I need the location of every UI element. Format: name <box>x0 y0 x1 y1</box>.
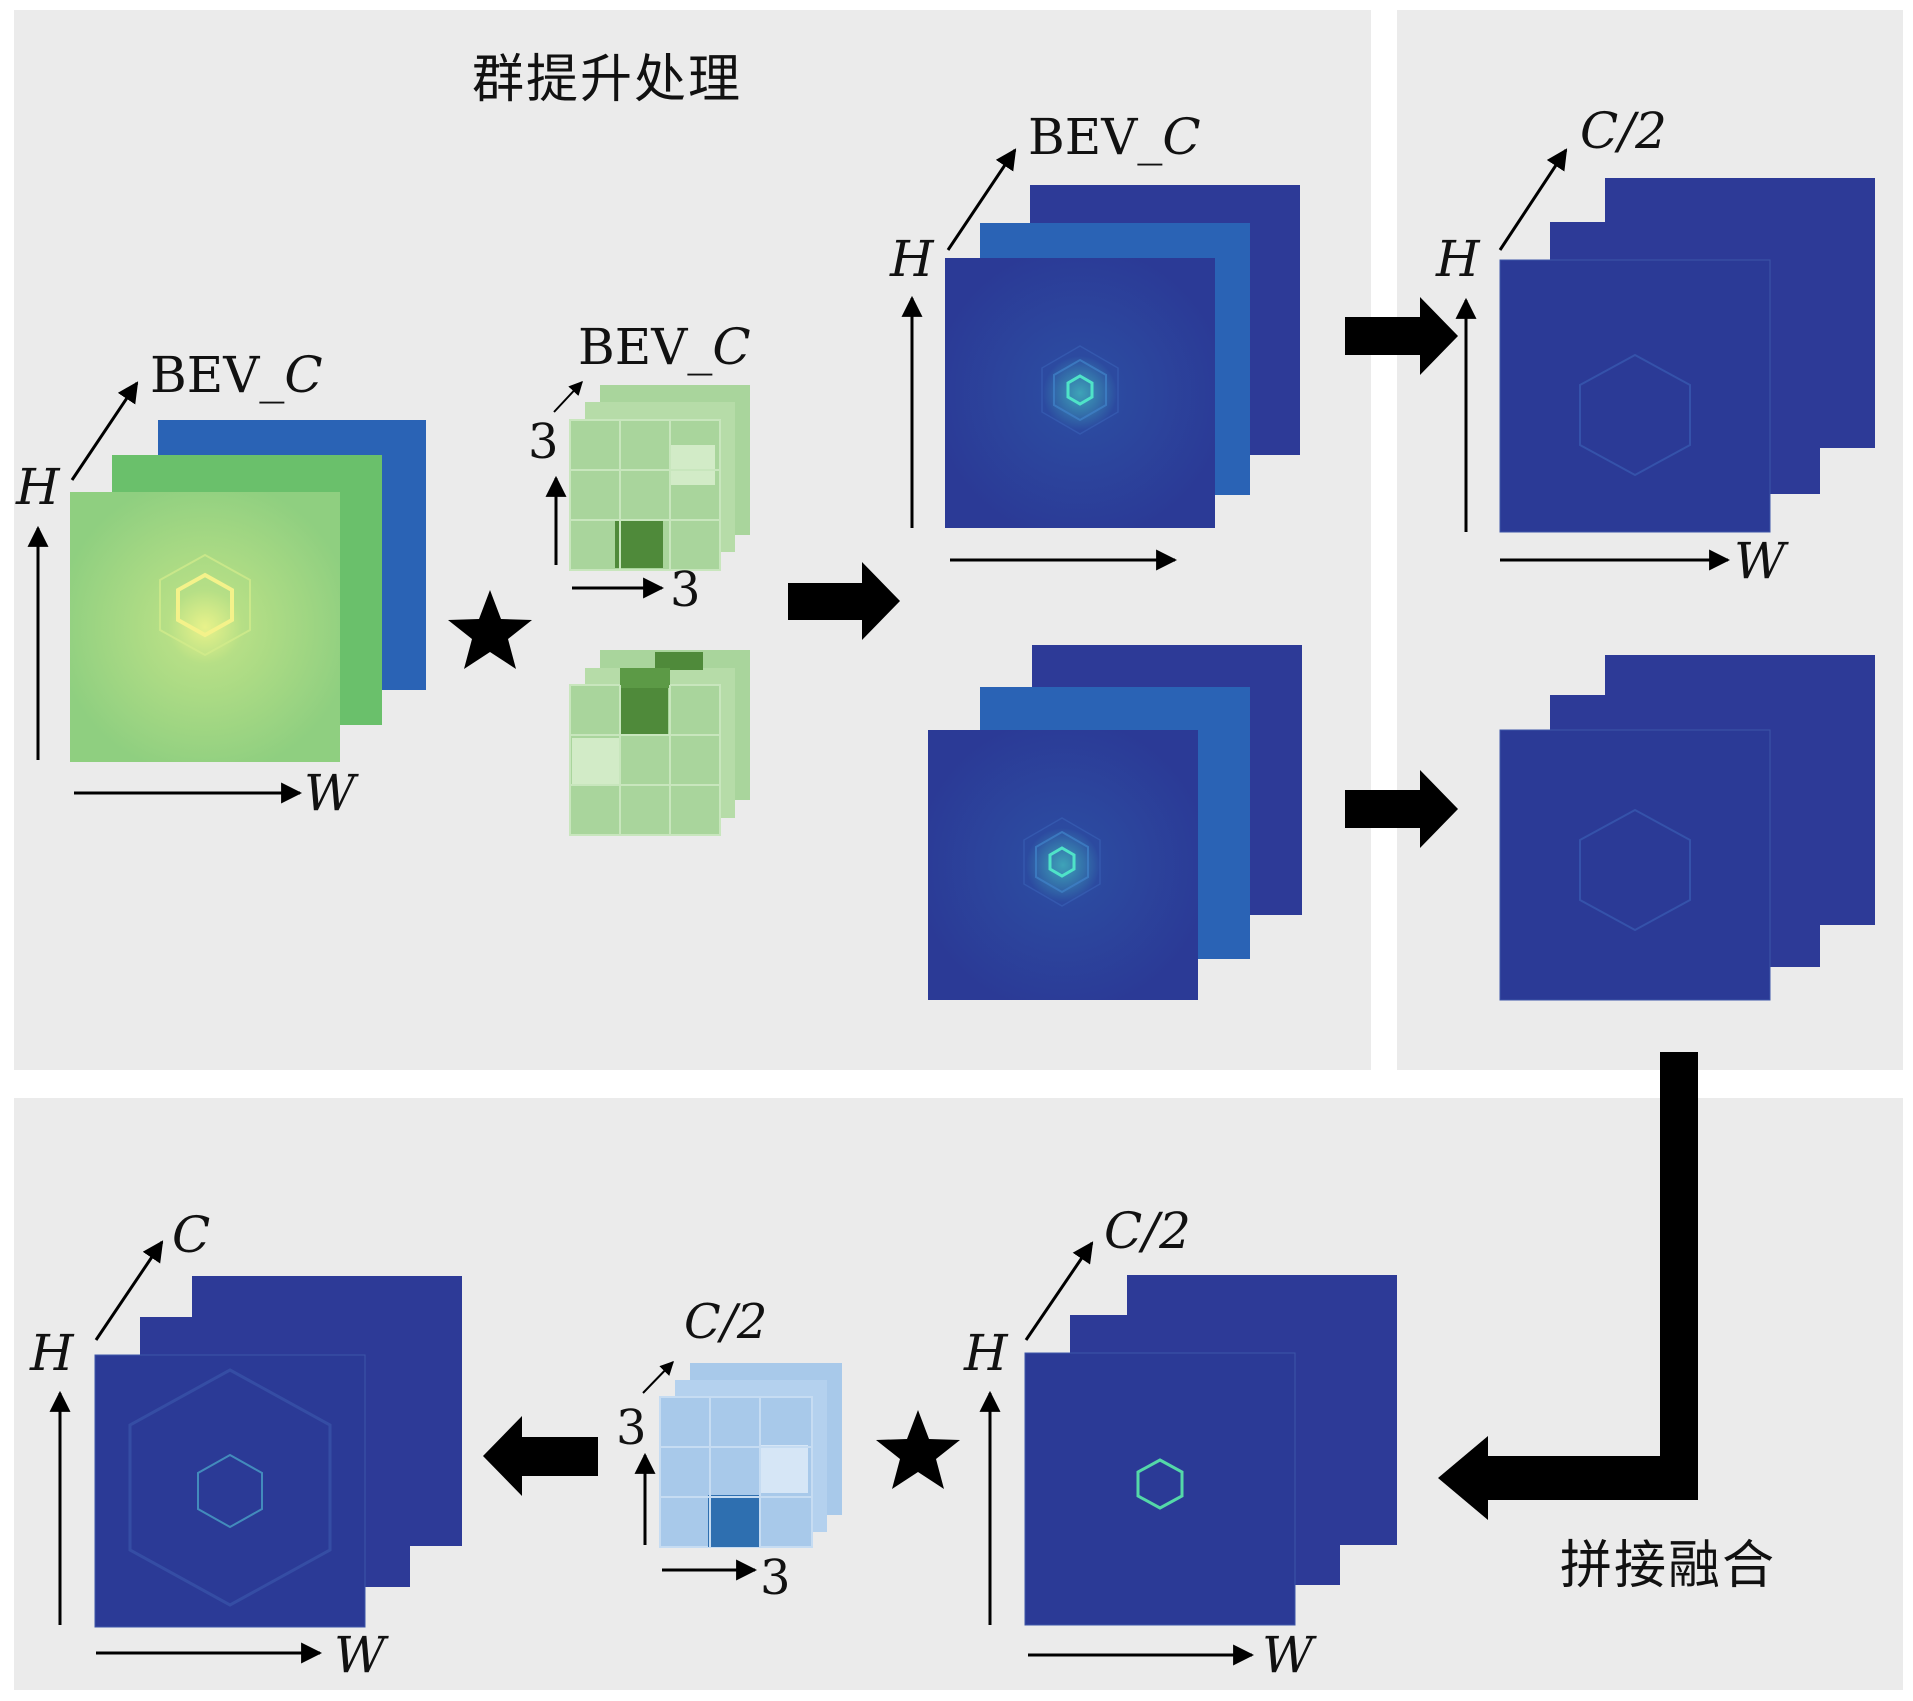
kernel-top-bev-c-label: BEV_C <box>578 322 751 372</box>
output-w-label: W <box>334 1626 386 1684</box>
blue-kernel-c-axis <box>642 1360 674 1394</box>
star-icon <box>876 1410 960 1489</box>
right-top-c-half-label: C/2 <box>1580 102 1667 160</box>
right-stack-bottom <box>1499 655 1875 1001</box>
thick-arrow-right-icon <box>1345 297 1458 375</box>
kernel-top-width-label: 3 <box>670 562 701 618</box>
fusion-h-label: H <box>964 1324 1008 1382</box>
bev-prefix: BEV_ <box>1028 108 1163 166</box>
bev-c: C <box>712 318 751 376</box>
mid-stack-bottom <box>928 645 1302 1000</box>
bev-prefix: BEV_ <box>150 346 285 404</box>
input-h-label: H <box>16 458 60 516</box>
thick-arrow-left-icon <box>483 1416 598 1496</box>
output-h-label: H <box>30 1324 74 1382</box>
kernel-top-c-axis <box>553 380 583 413</box>
blue-kernel <box>659 1363 842 1548</box>
title-group-lifting: 群提升处理 <box>472 50 743 110</box>
mid-top-h-label: H <box>890 230 934 288</box>
mid-top-c-axis <box>946 148 1017 251</box>
fusion-c-axis <box>1024 1241 1094 1341</box>
output-c-axis <box>94 1240 164 1341</box>
star-icon <box>448 590 532 669</box>
mid-top-bev-c-label: BEV_C <box>1028 112 1201 162</box>
right-top-w-label: W <box>1734 532 1786 590</box>
output-c-label: C <box>172 1206 211 1264</box>
bev-c: C <box>1162 108 1201 166</box>
blue-kernel-c-half-label: C/2 <box>684 1294 768 1350</box>
input-feature-stack <box>70 420 426 762</box>
input-bev-c-label: BEV_C <box>150 350 323 400</box>
blue-kernel-width-label: 3 <box>760 1550 791 1606</box>
title-concat-fusion: 拼接融合 <box>1560 1536 1777 1596</box>
right-stack-top <box>1499 178 1875 533</box>
input-c-axis <box>70 381 139 481</box>
kernel-top-height-label: 3 <box>528 414 559 470</box>
input-w-label: W <box>304 764 356 822</box>
fusion-w-label: W <box>1262 1626 1314 1684</box>
right-top-c-axis <box>1498 148 1568 251</box>
bev-c: C <box>284 346 323 404</box>
elbow-arrow-icon <box>1438 1052 1698 1520</box>
mid-stack-top <box>945 185 1300 528</box>
green-kernel-top <box>569 385 750 571</box>
fusion-input-stack <box>1024 1275 1397 1626</box>
bev-prefix: BEV_ <box>578 318 713 376</box>
fusion-c-half-label: C/2 <box>1104 1202 1191 1260</box>
blue-kernel-height-label: 3 <box>616 1400 647 1456</box>
thick-arrow-right-icon <box>1345 770 1458 848</box>
green-kernel-bottom <box>569 650 750 836</box>
thick-arrow-right-icon <box>788 562 900 640</box>
right-top-h-label: H <box>1436 230 1480 288</box>
output-stack <box>94 1276 462 1628</box>
input-map-front <box>70 492 340 762</box>
